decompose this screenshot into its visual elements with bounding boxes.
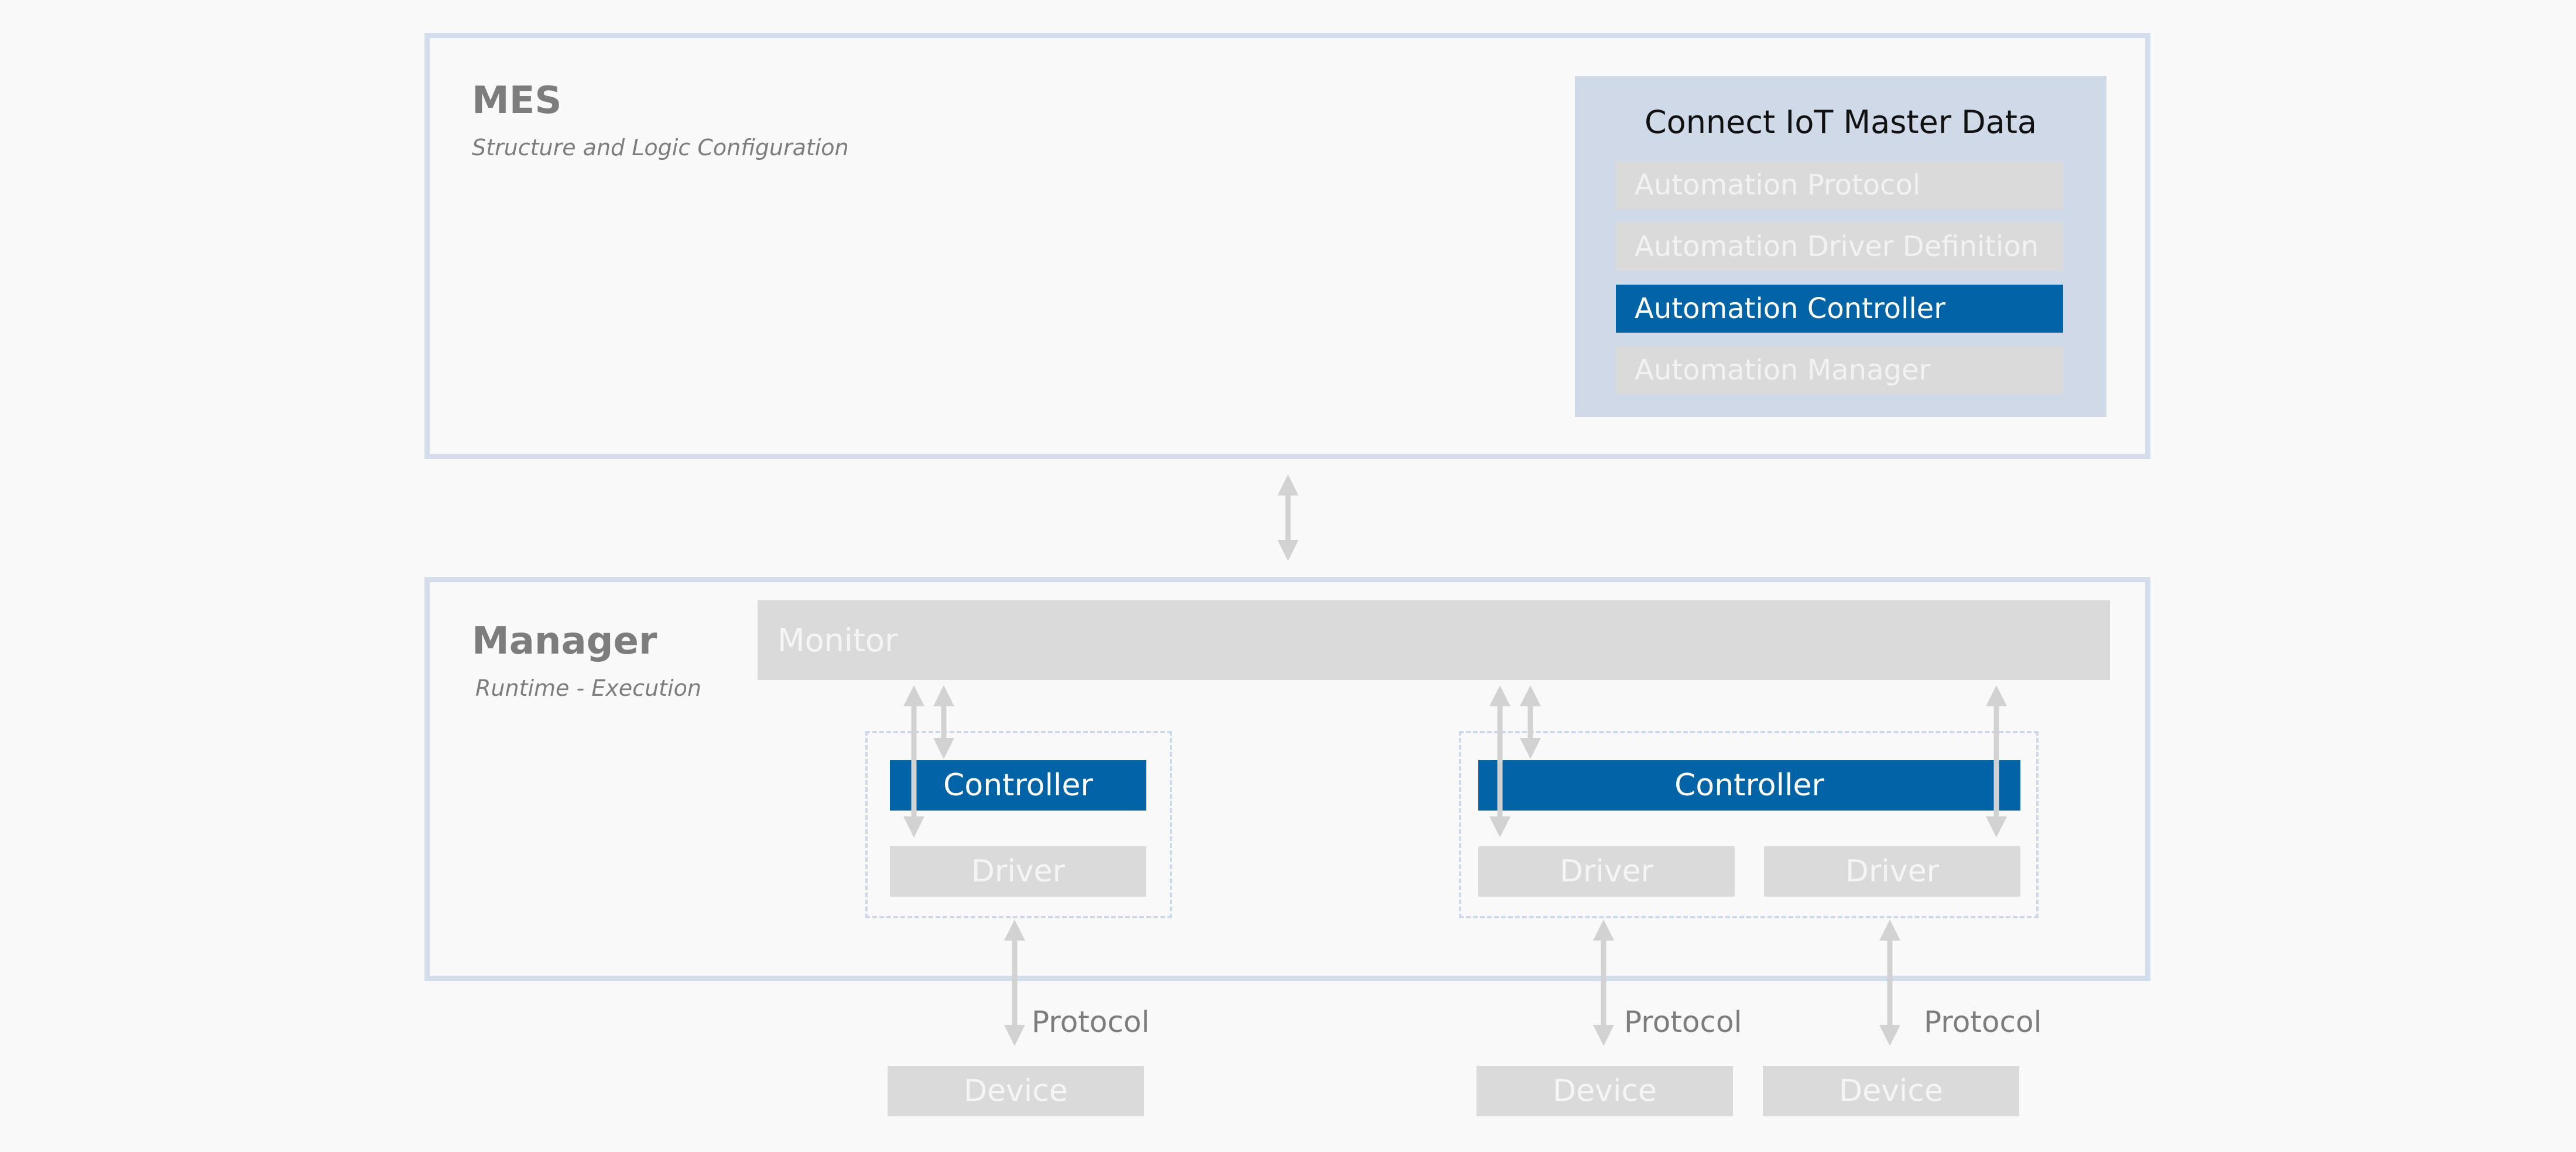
mes-panel [424,33,2150,459]
device-block-2: Device [1477,1066,1733,1116]
master-data-item-automation-protocol[interactable]: Automation Protocol [1616,161,2063,209]
protocol-label-2: Protocol [1624,1005,1742,1039]
driver-block-a: Driver [890,846,1146,897]
controller-block-a: Controller [890,760,1146,811]
mes-title: MES [472,79,562,122]
master-data-item-automation-driver-definition[interactable]: Automation Driver Definition [1616,223,2063,271]
master-data-item-automation-controller[interactable]: Automation Controller [1616,285,2063,333]
manager-panel [424,577,2150,981]
controller-group-a [865,731,1172,918]
controller-block-b: Controller [1478,760,2020,811]
protocol-label-3: Protocol [1924,1005,2042,1039]
manager-title: Manager [472,620,657,663]
driver-block-b1: Driver [1478,846,1735,897]
monitor-bar: Monitor [758,600,2110,680]
device-block-3: Device [1763,1066,2019,1116]
mes-subtitle: Structure and Logic Configuration [472,135,849,160]
controller-group-b [1459,731,2039,918]
device-block-1: Device [888,1066,1144,1116]
protocol-label-1: Protocol [1032,1005,1150,1039]
master-data-title: Connect IoT Master Data [1644,104,2037,141]
master-data-item-automation-manager[interactable]: Automation Manager [1616,346,2063,394]
driver-block-b2: Driver [1764,846,2020,897]
manager-subtitle: Runtime - Execution [475,675,701,701]
